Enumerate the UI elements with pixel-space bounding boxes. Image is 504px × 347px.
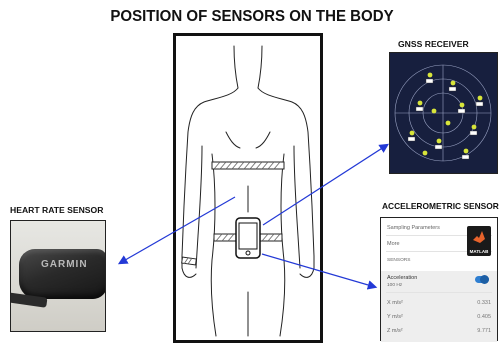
arrow-to-heart-rate-sensor: [120, 197, 235, 263]
sensors-heading: SENSORS: [387, 258, 410, 263]
heart-rate-sensor-label: HEART RATE SENSOR: [10, 205, 103, 215]
satellite-markers: [410, 73, 483, 156]
arrow-to-gnss-receiver: [263, 145, 387, 225]
satellite-tag: [408, 137, 415, 141]
acceleration-label: Acceleration: [387, 275, 417, 281]
matlab-app-icon: MATLAB: [467, 226, 491, 256]
heart-rate-sensor-device: GARMIN: [19, 249, 106, 299]
satellite-marker: [460, 103, 465, 108]
satellite-marker: [446, 121, 451, 126]
satellite-tag: [416, 107, 423, 111]
sampling-rate-text: 100 Hz: [387, 283, 402, 288]
acceleration-section: Acceleration 100 Hz X m/s² 0.331 Y m/s² …: [381, 271, 497, 342]
accelerometric-sensor-label: ACCELEROMETRIC SENSOR: [382, 201, 499, 211]
y-axis-value: 0.405: [477, 314, 491, 320]
satellite-marker: [464, 149, 469, 154]
satellite-marker: [472, 125, 477, 130]
more-text: More: [387, 241, 400, 247]
accelerometric-sensor-screenshot: Sampling Parameters More SENSORS MATLAB …: [380, 217, 498, 341]
satellite-tag: [435, 145, 442, 149]
x-axis-label: X m/s²: [387, 300, 403, 306]
satellite-tag: [458, 109, 465, 113]
heart-rate-sensor-photo: GARMIN: [10, 220, 106, 332]
arrow-to-accelerometric-sensor: [262, 254, 375, 287]
satellite-marker: [428, 73, 433, 78]
matlab-logo-icon: [472, 230, 486, 244]
satellite-marker: [423, 151, 428, 156]
satellite-tag: [449, 87, 456, 91]
gnss-skyplot: [390, 53, 496, 172]
z-axis-label: Z m/s²: [387, 328, 403, 334]
gnss-receiver-label: GNSS RECEIVER: [398, 39, 469, 49]
z-axis-value: 9.771: [477, 328, 491, 334]
satellite-tag: [476, 102, 483, 106]
matlab-text: MATLAB: [467, 249, 491, 254]
gnss-receiver-panel: [389, 52, 498, 174]
x-axis-value: 0.331: [477, 300, 491, 306]
satellite-marker: [418, 101, 423, 106]
satellite-marker: [451, 81, 456, 86]
satellite-marker: [432, 109, 437, 114]
satellite-tag: [462, 155, 469, 159]
satellite-tag: [470, 131, 477, 135]
sampling-parameters-text: Sampling Parameters: [387, 225, 440, 231]
y-axis-label: Y m/s²: [387, 314, 403, 320]
toggle-knob: [480, 275, 489, 284]
satellite-marker: [437, 139, 442, 144]
satellite-marker: [410, 131, 415, 136]
device-brand-logo: GARMIN: [41, 259, 88, 270]
satellite-marker: [478, 96, 483, 101]
acceleration-toggle[interactable]: [475, 276, 489, 283]
satellite-tag: [426, 79, 433, 83]
divider: [386, 292, 492, 293]
